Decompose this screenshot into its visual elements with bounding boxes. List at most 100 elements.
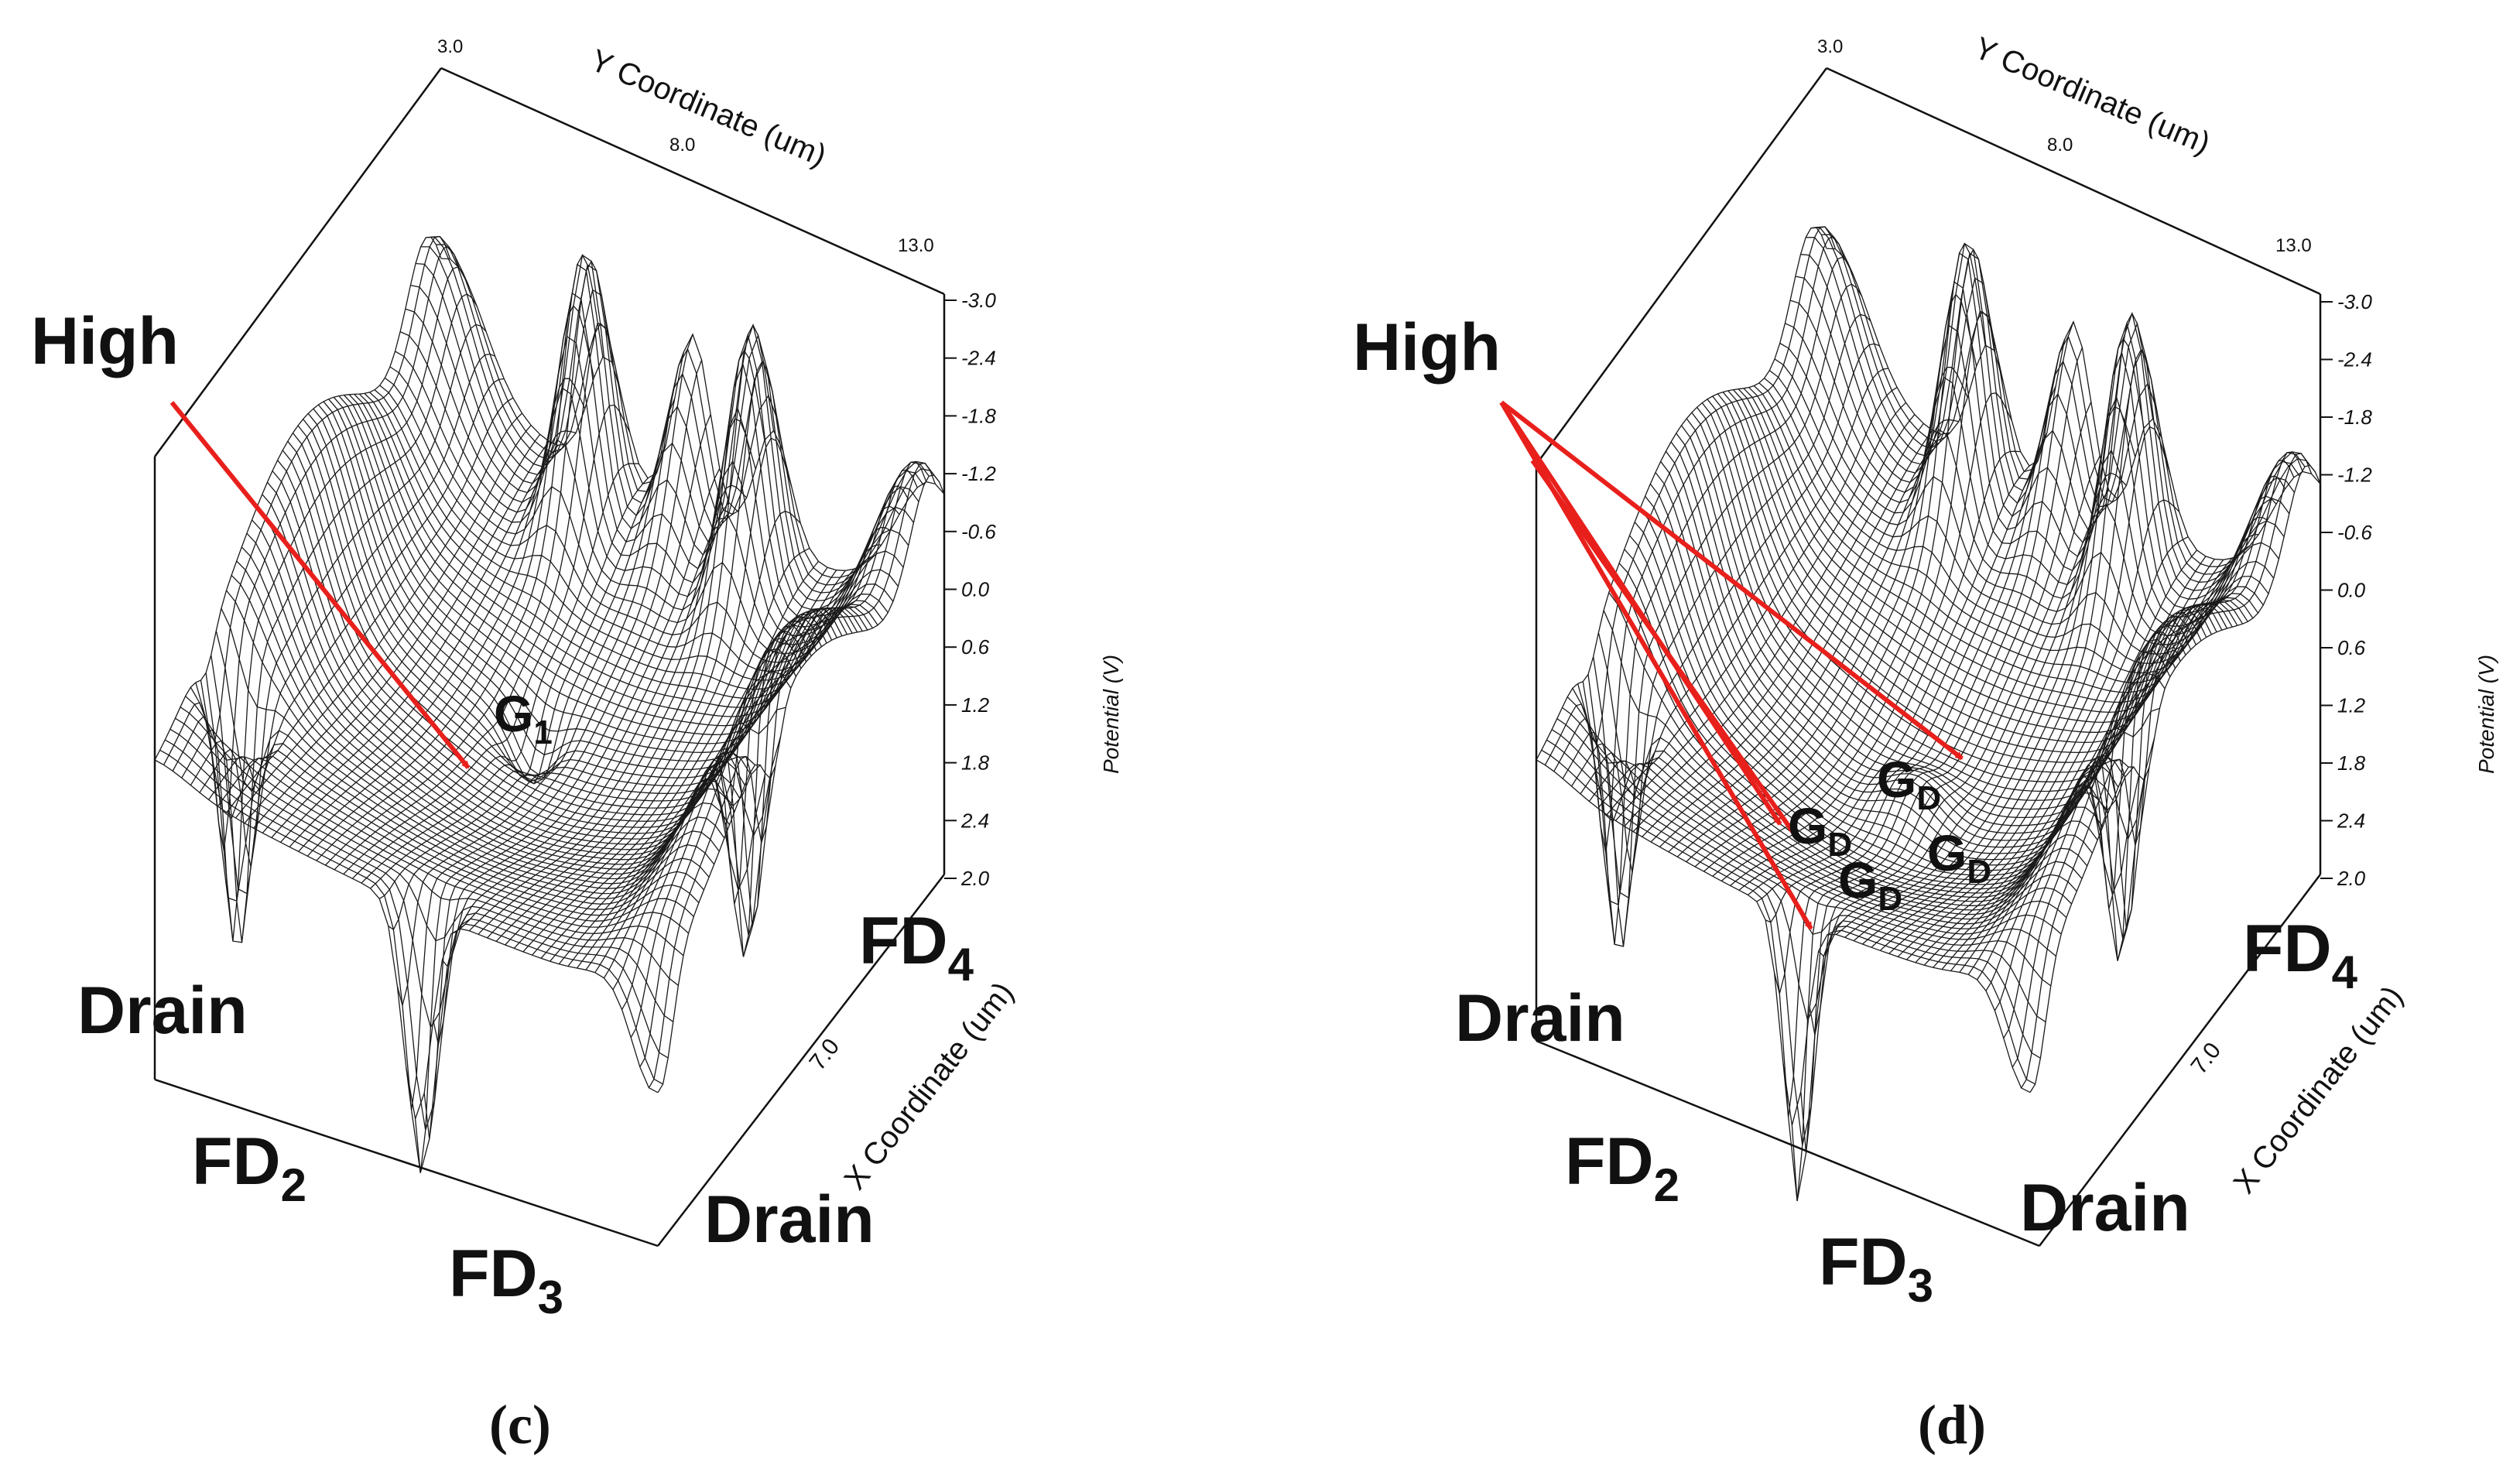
surface-d-mesh-line-u [1536, 227, 1827, 761]
surface-c-mesh-line-v [323, 401, 827, 775]
surface-d-mesh-line-v [1816, 226, 2311, 575]
label-high-c: High [31, 304, 179, 378]
surface-d-mesh-line-v [1655, 472, 2150, 939]
z-axis-c-tick-label: -3.0 [961, 289, 996, 312]
surface-d-mesh-line-v [1717, 393, 2212, 754]
surface-d-mesh-line-v [1577, 683, 2073, 925]
z-axis-c-tick-label: -0.6 [961, 520, 996, 543]
z-axis-d-tick-label: 0.0 [2337, 579, 2366, 602]
z-axis-d-tick-label: 2.4 [2337, 809, 2365, 833]
surface-c-mesh-line-v [200, 679, 704, 910]
surface-d-mesh-line-u [1941, 557, 2233, 970]
surface-d-mesh-line-v [1774, 358, 2269, 645]
surface-d-mesh-line-v [1551, 729, 2046, 1023]
surface-c-mesh-line-v [256, 506, 761, 856]
surface-d-mesh-line-v [1645, 495, 2140, 896]
label-fd3-d: FD3 [1819, 1225, 1933, 1312]
surface-c-mesh-line-u [396, 351, 685, 1008]
x-axis-title-c: X Coordinate (um) [837, 976, 1020, 1196]
surface-c-mesh-line-v [426, 236, 930, 594]
surface-d-mesh-line-v [1795, 275, 2290, 609]
surface-d-mesh-line-v [1587, 674, 2083, 947]
surface-d-mesh-line-v [1697, 406, 2192, 792]
surface-c-mesh-line-v [236, 560, 741, 874]
surface-d-mesh-line-v [1810, 227, 2306, 583]
surface-c-mesh-line-v [420, 246, 925, 602]
label-fd2-d: FD2 [1565, 1124, 1679, 1211]
surface-d-mesh-line-v [1536, 759, 2031, 1126]
label-g1-c: G1 [494, 685, 553, 751]
surface-d-mesh-line-u [1809, 456, 2101, 1035]
label-gd-top-d: GD [1877, 751, 1941, 817]
panel-d: -3.0-2.4-1.8-1.2-0.60.00.61.21.82.42.0 Y… [1353, 31, 2498, 1456]
surface-d-mesh-line-v [1826, 248, 2321, 560]
y-tick-d-1: 3.0 [1817, 36, 1843, 57]
label-drain-right-d: Drain [2020, 1171, 2190, 1245]
surface-c-mesh-line-v [440, 258, 945, 571]
y-tick-c-2: 8.0 [669, 135, 695, 156]
surface-c-mesh-line-v [205, 672, 710, 943]
surface-d-mesh-line-v [1691, 412, 2186, 801]
surface-d-mesh-line-v [1800, 252, 2296, 600]
surface-c-mesh-line-v [384, 377, 889, 663]
z-axis-c-tick-label: 0.0 [961, 578, 990, 601]
high-arrows-d [1499, 400, 1964, 930]
surface-c-mesh-line-v [231, 574, 735, 880]
surface-c-mesh-line-v [389, 366, 894, 655]
surface-d-mesh-line-v [1758, 382, 2254, 674]
surface-d-mesh-line-v [1707, 399, 2202, 773]
surface-c-mesh-line-v [430, 236, 935, 586]
surface-c-mesh-line-u [495, 361, 783, 942]
surface-d-mesh-line-v [1665, 450, 2160, 841]
z-axis-d-tick-label: -0.6 [2337, 521, 2372, 544]
y-tick-c-3: 13.0 [898, 235, 934, 256]
y-axis-title-c: Y Coordinate (um) [585, 43, 830, 173]
surface-c-mesh-line-u [262, 440, 550, 833]
surface-d-mesh-line-v [1566, 696, 2062, 935]
z-axis-title-d: Potential (V) [2474, 655, 2498, 774]
label-fd3-c: FD3 [449, 1237, 563, 1323]
z-axis-ticks-d: -3.0-2.4-1.8-1.2-0.60.00.61.21.82.42.0 [2320, 290, 2372, 890]
label-fd4-c: FD4 [859, 904, 974, 991]
surface-c-mesh-line-v [225, 590, 731, 885]
z-axis-c-tick-label: -1.2 [961, 462, 996, 485]
surface-c-mesh-line-v [282, 450, 786, 828]
surface-c-mesh-line-u [532, 560, 820, 956]
y-tick-c-1: 3.0 [437, 36, 463, 57]
surface-d-mesh-line-v [1546, 739, 2041, 1146]
label-gd-right-d: GD [1927, 824, 1991, 891]
surface-d-mesh-line-v [1613, 577, 2108, 894]
surface-d-mesh-line-v [1572, 687, 2067, 929]
surface-c-mesh-line-u [378, 444, 666, 899]
z-axis-d-tick-label: -1.2 [2337, 464, 2372, 487]
surface-d-mesh-line-v [1768, 370, 2264, 655]
surface-c-mesh-line-u [648, 462, 936, 1089]
surface-c-mesh-line-v [272, 471, 776, 936]
z-axis-d-tick-label: 1.2 [2337, 694, 2366, 717]
surface-d-mesh-line-v [1806, 237, 2300, 591]
surface-c-mesh-line-v [328, 399, 833, 762]
surface-c-mesh-line-v [185, 696, 690, 934]
surface-c-mesh-line-v [297, 425, 802, 809]
surface-c-mesh-line-u [657, 474, 945, 1093]
y-axis-title-d: Y Coordinate (um) [1969, 31, 2214, 161]
y-tick-d-2: 8.0 [2047, 135, 2073, 156]
x-axis-title-d: X Coordinate (um) [2227, 980, 2409, 1200]
label-fd4-d: FD4 [2243, 912, 2358, 998]
surface-d-mesh-line-v [1785, 323, 2279, 627]
label-gd-left-d: GD [1788, 797, 1852, 864]
surface-c-mesh-line-v [190, 686, 694, 922]
surface-c-mesh-line-v [215, 631, 720, 895]
surface-c-mesh-line-v [180, 707, 684, 957]
label-gd-mid-d: GD [1838, 851, 1902, 918]
surface-d-mesh-line-v [1597, 632, 2093, 906]
surface-c-mesh-line-v [395, 351, 899, 645]
surface-c-mesh-line-u [603, 527, 891, 979]
z-axis-c-tick-label: -2.4 [961, 347, 996, 370]
surface-d-mesh-line-u [1853, 337, 2145, 942]
surface-c-mesh-line-v [277, 460, 782, 837]
axis-frame-d [1535, 67, 2322, 1247]
surface-c-mesh-line-v [169, 728, 674, 1029]
caption-c: (c) [489, 1394, 551, 1456]
